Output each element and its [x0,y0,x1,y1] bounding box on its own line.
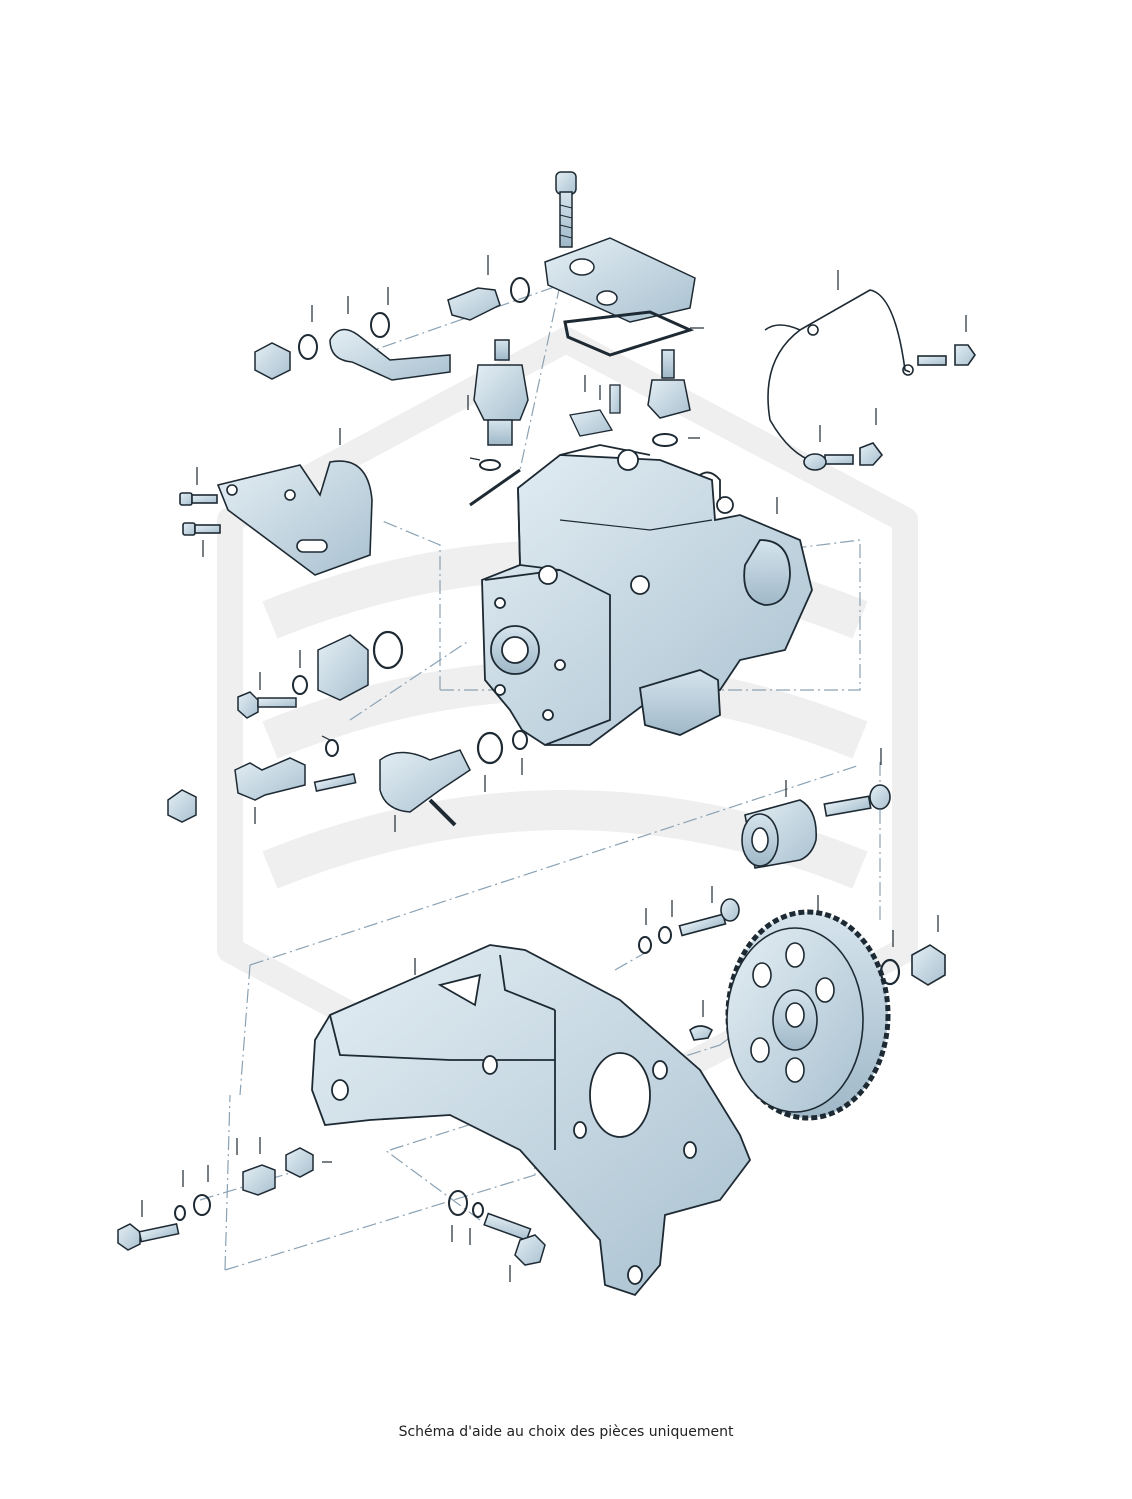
top-cover-assembly [544,171,696,357]
nut-icon [254,342,291,380]
adapter-fitting [447,287,501,321]
small-screw-clip [569,384,621,437]
bolt-icon [237,691,297,719]
plug-assembly [237,630,404,719]
bolt-icon [117,1223,180,1251]
return-line-pipe [764,289,976,471]
washer-icon [879,958,901,986]
pump-bracket [311,944,752,1297]
callout-ticks [141,255,967,1282]
bolt-icon [555,171,577,248]
gear-icon [725,909,891,1121]
bolt-icon [483,1212,546,1266]
washer-icon [510,277,530,303]
bolt-icon [917,344,976,366]
bolt-icon [182,522,221,536]
washer-icon [512,730,528,750]
bolt-icon [823,784,891,817]
bolt-icon [179,492,218,506]
washer-icon [174,1205,186,1221]
timing-device [379,749,471,813]
washer-icon [370,312,390,338]
mounting-plate [179,460,373,576]
bushing-assembly [741,784,891,869]
screw-plug [317,634,369,701]
injection-pump-body [469,444,813,746]
banjo-fitting [329,328,451,381]
shutoff-valve [473,339,529,471]
spacer-sleeve [242,1164,276,1196]
bracket-hardware [117,1147,546,1266]
washer-icon [472,1202,484,1218]
washer-icon [325,739,339,757]
washer-icon [372,630,404,670]
washer-icon [193,1194,211,1216]
bolt-icon [678,898,740,937]
connector-fitting [647,349,691,447]
top-cover [544,237,696,323]
caption: Schéma d'aide au choix des pièces unique… [398,1424,734,1440]
nut-icon [167,789,197,823]
solenoid-valve-assembly [167,730,528,827]
woodruff-key [689,1025,714,1041]
sprocket-assembly [638,898,946,1121]
bolt-icon [824,442,884,466]
washer-icon [638,936,652,954]
washer-icon [448,1190,468,1216]
nut-icon [911,944,946,986]
washer-icon [298,334,318,360]
washer-icon [476,731,504,765]
nut-icon [285,1147,314,1178]
cover-gasket [563,310,695,357]
bracket-icon [311,944,752,1297]
bolt-icon [313,773,357,792]
washer-icon [658,926,672,944]
banjo-fitting-assembly [254,277,530,381]
washer-icon [292,675,308,695]
